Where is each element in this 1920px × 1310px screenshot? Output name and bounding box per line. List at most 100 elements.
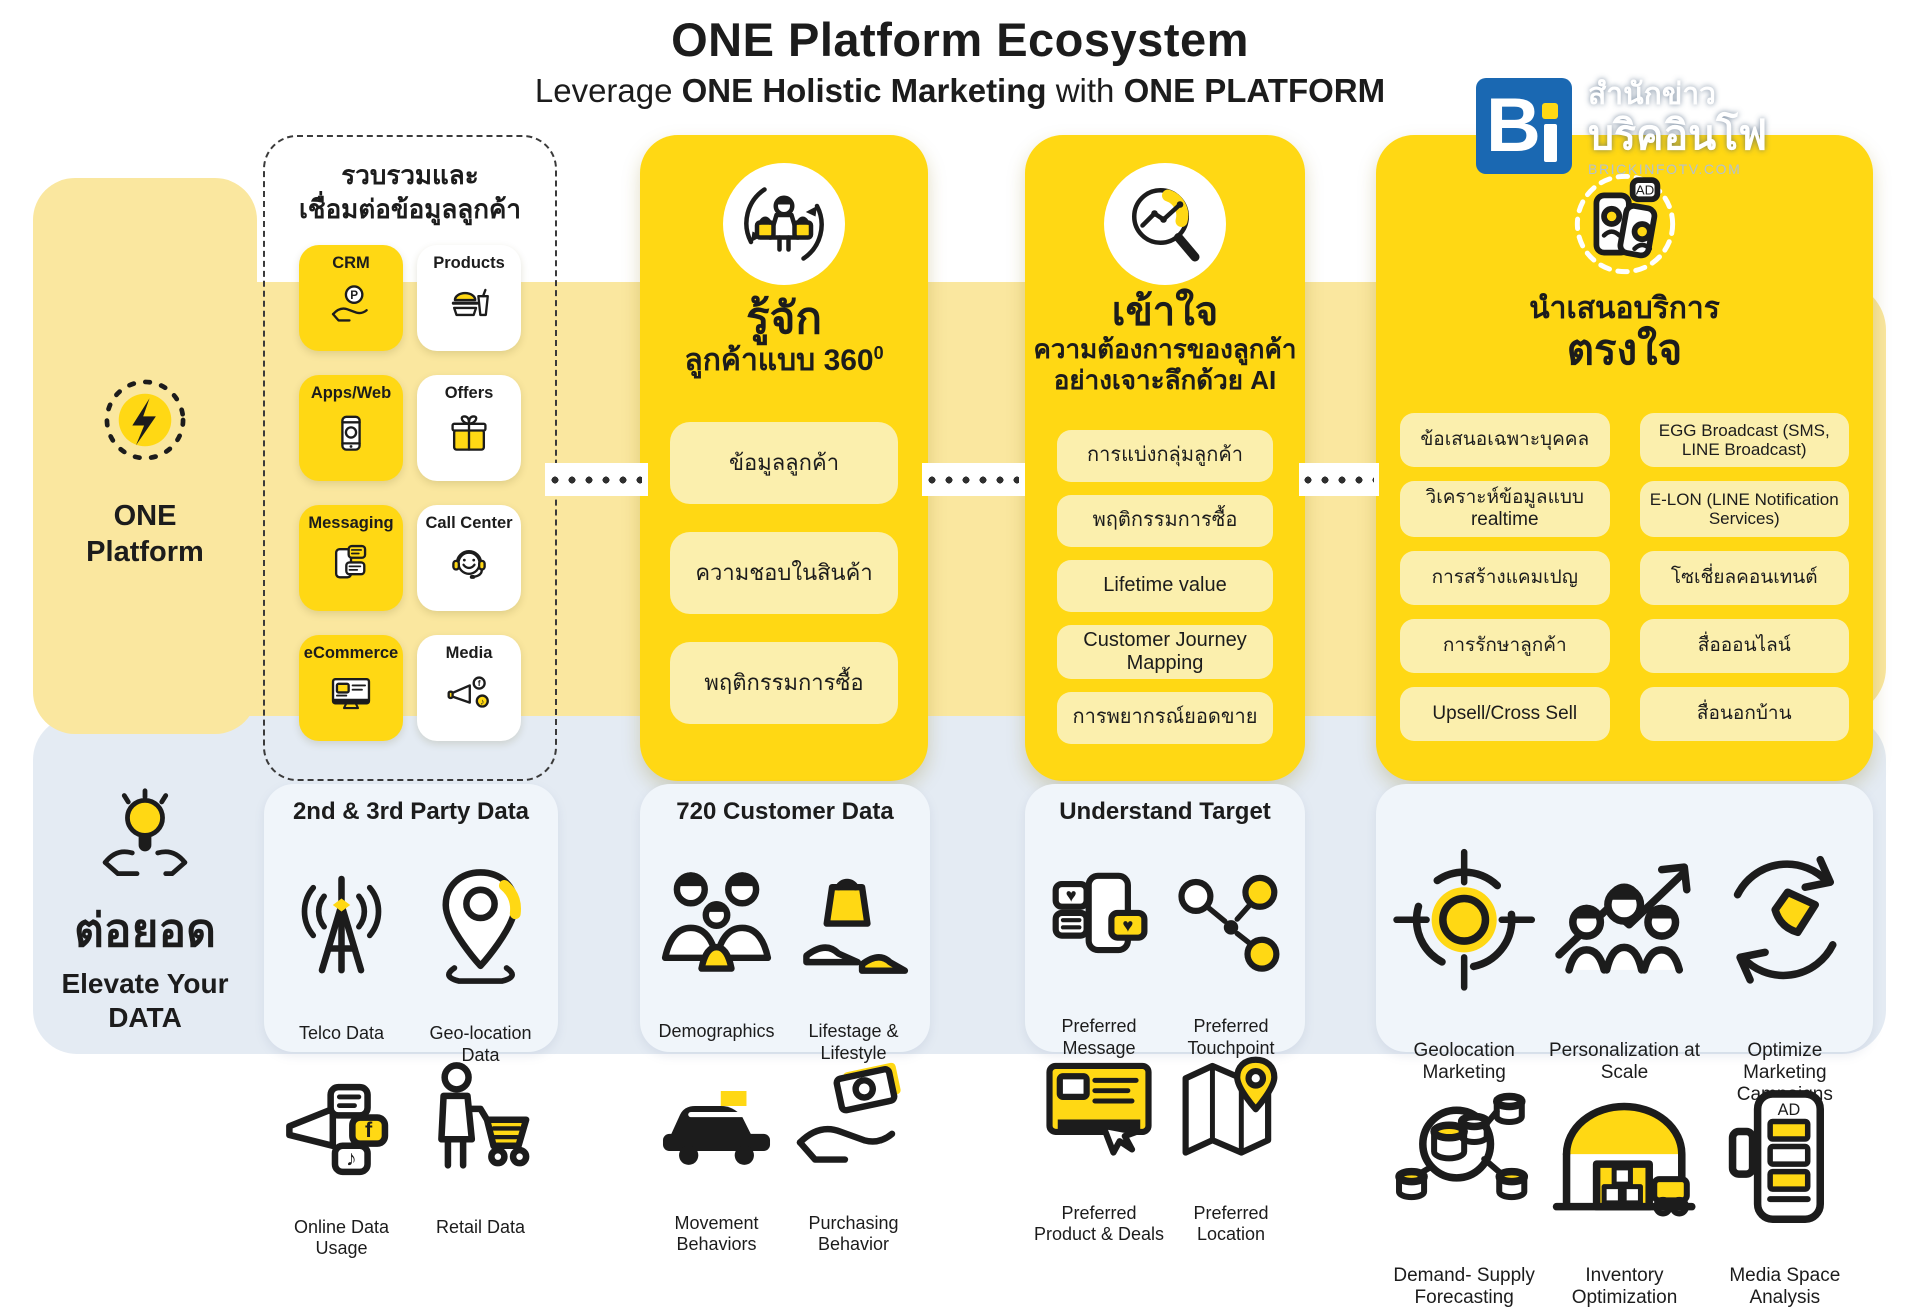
- infographic-canvas: ONE Platform Ecosystem Leverage ONE Holi…: [0, 13, 1920, 1308]
- item-purchasing-behavior: Purchasing Behavior: [785, 1025, 922, 1254]
- item-lifestage-lifestyle: Lifestage & Lifestyle: [785, 834, 922, 1063]
- item-optimize-marketing-campaigns: Optimize Marketing Campaigns: [1705, 804, 1865, 1105]
- item-demand-supply-forecasting: Demand- Supply Forecasting: [1384, 1052, 1544, 1308]
- group-720-customer-data: 720 Customer Data Demographics Lifestage…: [640, 784, 930, 1254]
- shopper-360-icon: [723, 163, 845, 285]
- pill-e-lon: E-LON (LINE Notification Services): [1639, 480, 1849, 537]
- item-label: Preferred Message: [1061, 1016, 1137, 1058]
- mobile-app-icon: [326, 409, 376, 459]
- pill-out-of-home-media: สื่อนอกบ้าน: [1639, 686, 1849, 741]
- tile-products: Products: [417, 244, 521, 351]
- svg-text:♪: ♪: [480, 696, 484, 706]
- group-grid: Geolocation Marketing Personalization at…: [1376, 804, 1873, 1308]
- people-growth-icon: [1544, 804, 1704, 1036]
- tile-label: Messaging: [308, 513, 394, 532]
- crm-coin-hand-icon: P: [326, 279, 376, 329]
- svg-text:♥: ♥: [1122, 914, 1133, 935]
- item-preferred-touchpoint: Preferred Touchpoint: [1165, 834, 1297, 1058]
- item-label: Lifestage & Lifestyle: [808, 1021, 899, 1063]
- group-grid: Demographics Lifestage & Lifestyle Movem…: [640, 834, 930, 1254]
- item-geolocation-marketing: Geolocation Marketing: [1384, 804, 1544, 1083]
- subtitle-part: Leverage: [534, 72, 682, 109]
- card-understand-title: เข้าใจ: [1111, 290, 1219, 334]
- collect-title-line1: รวบรวมและ: [341, 160, 479, 190]
- item-label: Online Data Usage: [293, 1216, 390, 1259]
- magnifier-chart-icon: [1104, 163, 1226, 285]
- one-platform-line2: Platform: [86, 536, 204, 569]
- ecommerce-screen-icon: [326, 669, 376, 719]
- gift-icon: [444, 409, 494, 459]
- card-know-subtitle: ลูกค้าแบบ 3600: [640, 343, 928, 378]
- target-icon: [1384, 804, 1544, 1036]
- media-megaphone-icon: f♪: [444, 669, 494, 719]
- group-grid: Telco Data Geo-location Data f♪Online Da…: [264, 834, 558, 1258]
- item-label: Movement Behaviors: [674, 1212, 759, 1255]
- item-preferred-location: Preferred Location: [1165, 1020, 1297, 1244]
- tile-ecommerce: eCommerce: [299, 634, 403, 741]
- one-platform-label: ONE Platform: [33, 498, 257, 571]
- card-know-subtitle-sup: 0: [873, 342, 884, 363]
- item-label: Preferred Product & Deals: [1033, 1202, 1165, 1245]
- svg-text:♪: ♪: [346, 1146, 357, 1171]
- logo-letter: B: [1486, 83, 1541, 168]
- tile-label: Products: [433, 253, 505, 272]
- dotted-connector: [1299, 463, 1379, 496]
- tile-messaging: Messaging: [299, 504, 403, 611]
- pill-egg-broadcast: EGG Broadcast (SMS, LINE Broadcast): [1639, 412, 1849, 467]
- item-inventory-optimization: Inventory Optimization: [1544, 1052, 1704, 1308]
- card-present-services: AD นำเสนอบริการ ตรงใจ ข้อเสนอเฉพาะบุคคล …: [1376, 135, 1873, 781]
- item-label: Geolocation Marketing: [1413, 1039, 1515, 1083]
- pill-realtime-analytics: วิเคราะห์ข้อมูลแบบ realtime: [1400, 480, 1610, 537]
- tile-call-center: Call Center: [417, 504, 521, 611]
- brand-name-line2: บริคอินโฟ: [1588, 111, 1768, 158]
- one-platform-line1: ONE: [113, 500, 177, 532]
- understand-pill-list: การแบ่งกลุ่มลูกค้า พฤติกรรมการซื้อ Lifet…: [1057, 429, 1273, 744]
- group-heading: 2nd & 3rd Party Data: [292, 798, 530, 825]
- subtitle-part-bold: ONE PLATFORM: [1123, 72, 1386, 109]
- product-screen-icon: [1033, 1020, 1165, 1198]
- pill-personal-offer: ข้อเสนอเฉพาะบุคคล: [1400, 412, 1610, 467]
- item-retail-data: Retail Data: [411, 1027, 550, 1237]
- geo-pin-icon: [411, 834, 550, 1019]
- svg-text:f: f: [478, 678, 481, 688]
- item-movement-behaviors: Movement Behaviors: [648, 1025, 785, 1254]
- warehouse-truck-icon: [1544, 1052, 1704, 1261]
- tile-label: Call Center: [425, 513, 513, 532]
- data-network-icon: [1384, 1052, 1544, 1261]
- item-media-space-analysis: AD Media Space Analysis: [1705, 1052, 1865, 1308]
- group-2nd-3rd-party-data: 2nd & 3rd Party Data Telco Data Geo-loca…: [264, 784, 558, 1258]
- brand-logo-icon: B: [1476, 78, 1572, 174]
- group-heading: Understand Target: [1059, 798, 1271, 825]
- pill-customer-data: ข้อมูลลูกค้า: [670, 421, 898, 504]
- card-understand-sub1: ความต้องการของลูกค้า: [1033, 334, 1297, 365]
- group-understand-target: Understand Target ♥ ♥ Preferred Message Pr…: [1025, 784, 1305, 1244]
- card-know-title: รู้จัก: [745, 294, 823, 343]
- pill-journey-mapping: Customer Journey Mapping: [1057, 624, 1273, 679]
- item-label: Geo-location Data: [429, 1023, 532, 1065]
- one-platform-panel: ONE Platform: [33, 178, 257, 734]
- card-understand-sub2: อย่างเจาะลึกด้วย AI: [1053, 364, 1277, 395]
- chat-messages-icon: [326, 539, 376, 589]
- pill-campaign-creation: การสร้างแคมเปญ: [1400, 550, 1610, 605]
- item-label: Personalization at Scale: [1548, 1039, 1701, 1083]
- brand-logo: B สำนักข่าว บริคอินโฟ BRICKINFOTV.COM: [1476, 78, 1767, 177]
- collect-box-title: รวบรวมและ เชื่อมต่อข้อมูลลูกค้า: [265, 159, 555, 227]
- touchpoint-icon: [1165, 834, 1297, 1012]
- svg-text:AD: AD: [1777, 1101, 1800, 1119]
- headset-agent-icon: [444, 539, 494, 589]
- item-label: Media Space Analysis: [1729, 1264, 1841, 1309]
- tile-label: eCommerce: [303, 643, 399, 662]
- page-title: ONE Platform Ecosystem: [671, 13, 1249, 66]
- bulb-hands-icon: [94, 786, 196, 888]
- page-subtitle: Leverage ONE Holistic Marketing with ONE…: [0, 72, 1920, 110]
- pill-product-preference: ความชอบในสินค้า: [670, 531, 898, 614]
- item-label: Demand- Supply Forecasting: [1393, 1264, 1535, 1309]
- card-understand-subtitle: ความต้องการของลูกค้า อย่างเจาะลึกด้วย AI: [1025, 334, 1305, 395]
- svg-text:♥: ♥: [1066, 885, 1077, 906]
- tile-offers: Offers: [417, 374, 521, 481]
- family-icon: [648, 834, 785, 1017]
- tile-label: Media: [445, 643, 493, 662]
- pill-online-media: สื่อออนไลน์: [1639, 618, 1849, 673]
- tile-label: Offers: [444, 383, 494, 402]
